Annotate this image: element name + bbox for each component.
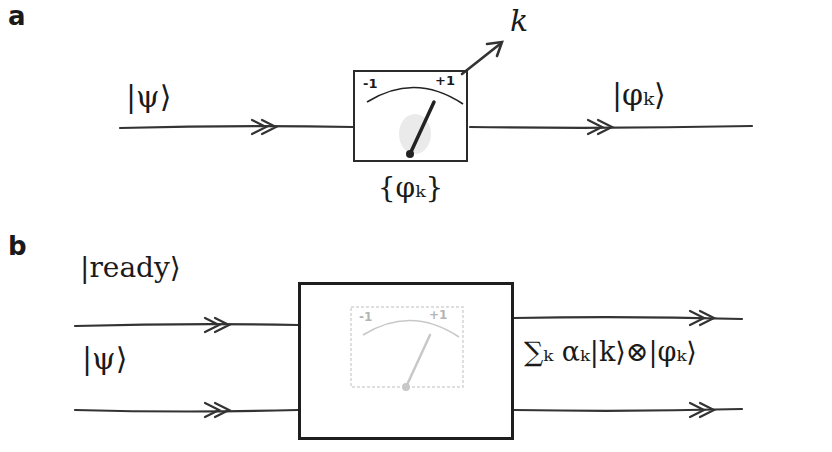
faded-scale-label: +1 (429, 309, 447, 323)
scale-label: -1 (363, 77, 377, 92)
basis-label: {φₖ} (378, 172, 443, 204)
meter-arc (367, 87, 463, 104)
entangled-state: ∑ₖ αₖ|k⟩⊗|φₖ⟩ (524, 336, 697, 367)
outcome-label: k (510, 4, 528, 39)
wire-arrow (588, 120, 612, 134)
panel-letter: b (8, 232, 27, 262)
input-wire (120, 126, 353, 128)
output-state: |φₖ⟩ (612, 78, 666, 113)
input-wire (75, 410, 298, 412)
wire-arrow (690, 403, 714, 417)
wire-arrow (205, 318, 229, 332)
scale-label: +1 (435, 74, 455, 89)
meter-group (351, 307, 463, 391)
input-state: |ψ⟩ (126, 80, 171, 115)
panel-letter: a (8, 2, 26, 32)
faded-scale-label: -1 (359, 311, 372, 325)
meter-needle (410, 102, 434, 154)
unitary-box: -1 +1 (298, 282, 514, 440)
meter-needle (406, 335, 430, 387)
input-state: |ψ⟩ (82, 342, 127, 377)
output-wire (514, 409, 742, 411)
output-wire (514, 317, 742, 319)
meter-group (367, 87, 463, 158)
meter-box: -1+1{φₖ} (353, 70, 468, 162)
input-wire (75, 324, 298, 326)
apparatus-state: |ready⟩ (80, 252, 181, 284)
meter-frame (351, 307, 463, 387)
meter-arc (363, 320, 459, 337)
needle-pivot (402, 383, 410, 391)
wire-arrow (690, 311, 714, 325)
outcome-arrowhead (487, 42, 502, 56)
wire-arrow (252, 120, 276, 134)
needle-pivot (406, 150, 414, 158)
wire-arrow (205, 403, 229, 417)
meter-illustration (301, 285, 517, 443)
